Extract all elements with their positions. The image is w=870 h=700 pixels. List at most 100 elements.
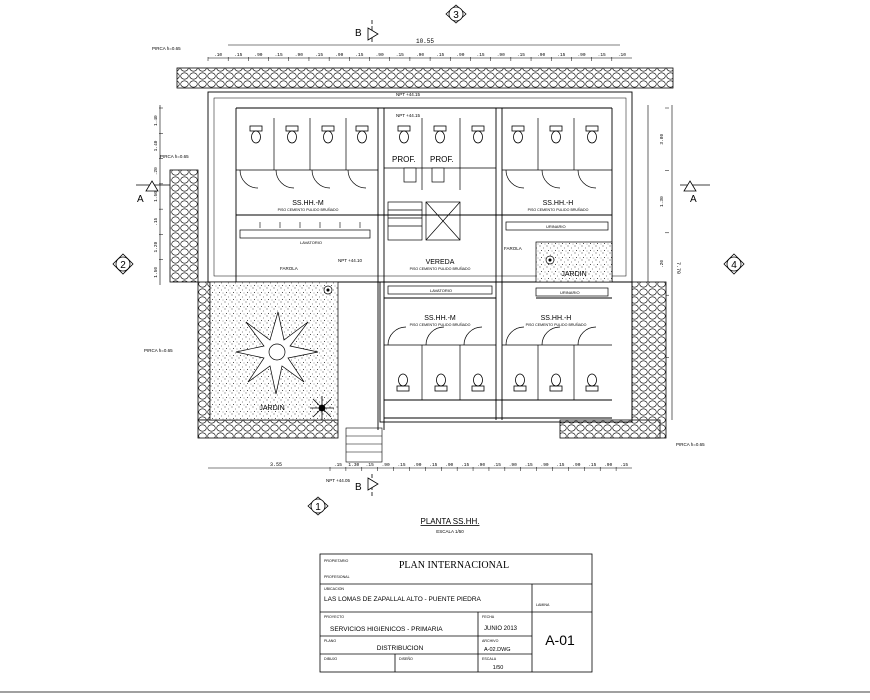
tb-profesional-label: PROFESIONAL [324,575,350,579]
label-npt-bottom: NPT +44.05 [326,478,351,483]
floor-note-3: PISO CEMENTO PULIDO BRUÑADO [410,322,471,327]
tb-fecha-label: FECHA [482,615,495,619]
tb-sheet-number: A-01 [545,632,575,648]
upper-toilet-stalls [236,118,612,190]
dim-top-value: .90 [376,52,384,58]
tb-plano-label: PLANO [324,639,336,643]
dim-bottom-value: .90 [413,462,421,468]
label-vereda: VEREDA [426,259,455,266]
drawing-title: PLANTA SS.HH. [421,517,480,526]
tb-escala-label: ESCALA [482,657,497,661]
tb-propietario-label: PROPIETARIO [324,559,348,563]
label-lavatorio-2: LAVATORIO [430,288,452,293]
dim-bottom-value: .15 [334,462,342,468]
label-urinario-1: URINARIO [546,224,566,229]
dim-top-value: .90 [537,52,545,58]
dim-left-value: .15 [153,217,159,225]
floor-note-4: PISO CEMENTO PULIDO BRUÑADO [526,322,587,327]
dim-top-value: .90 [456,52,464,58]
label-npt-top2: NPT +44.15 [396,113,421,118]
dim-bottom-value: .90 [509,462,517,468]
dim-top-value: .90 [497,52,505,58]
label-farola-2: FAROLA [504,246,522,251]
tb-project: SERVICIOS HIGIENICOS - PRIMARIA [330,626,443,633]
label-pirca-left: PIRCA h=0.65 [160,154,189,159]
tb-ubicacion-label: UBICACION [324,587,344,591]
floor-note-1: PISO CEMENTO PULIDO BRUÑADO [278,207,339,212]
dim-top-value: .15 [517,52,525,58]
label-prof-2: PROF. [430,155,454,164]
dim-bottom-row: .15 1.30 .15 .90 .15 .90 .15 .90 .15 .90 .15 .90 .15… [329,462,628,471]
entrance-steps [345,427,383,463]
tb-lamina-label: LAMINA [536,603,550,607]
dim-bottom-value: .90 [572,462,580,468]
dim-left-value: 1.50 [153,267,159,278]
dim-right-value: 3.80 [659,134,665,145]
dim-right-value: .20 [659,260,665,268]
grid-bubble-4: 4 [731,260,737,271]
lavatory-counters [239,221,609,297]
dim-top-value: .15 [355,52,363,58]
dim-top-value: .15 [598,52,606,58]
tb-proyecto-label: PROYECTO [324,615,344,619]
dim-bottom-value: .90 [604,462,612,468]
upper-toilets [249,125,599,144]
dim-top-row: .10 .15 .90 .15 .90 .15 .90 .15 .90 .15 .90 .15 .90.… [207,52,626,61]
dim-top-value: .15 [477,52,485,58]
tb-owner: PLAN INTERNACIONAL [399,560,509,571]
label-sshh-m-top: SS.HH.-M [292,200,324,207]
dim-bottom-value: .90 [477,462,485,468]
dimension-lines [159,44,673,469]
dim-top-value: .90 [335,52,343,58]
tb-scale: 1/50 [493,665,504,671]
dim-top-value: .10 [618,52,626,58]
dim-top-value: .15 [234,52,242,58]
label-sshh-h-top: SS.HH.-H [543,200,574,207]
tb-archivo-label: ARCHIVO [482,639,499,643]
title-block [319,553,593,673]
grid-bubble-1: 1 [315,502,321,513]
building-walls [207,91,633,430]
pirca-walls [169,67,674,439]
dim-left-value: 1.20 [153,241,159,252]
label-lavatorio-1: LAVATORIO [300,240,322,245]
dim-bottom-value: .90 [382,462,390,468]
label-pirca-left-low: PIRCA h=0.65 [144,348,173,353]
label-npt-top: NPT +44.15 [396,92,421,97]
tb-location: LAS LOMAS DE ZAPALLAL ALTO - PUENTE PIED… [324,596,482,603]
dim-bottom-value: .15 [525,462,533,468]
dim-left-value: 1.40 [153,140,159,151]
tree-icon [235,311,319,395]
label-jardin-large: JARDIN [259,405,284,412]
label-farola-1: FAROLA [280,266,298,271]
stair-shaft [387,201,461,241]
dim-bottom-value: 1.30 [348,462,359,468]
dim-bottom-value: .15 [461,462,469,468]
dim-top-value: .90 [416,52,424,58]
dim-top-value: .10 [214,52,222,58]
lower-toilet-stalls [384,326,612,400]
label-pirca-top-left: PIRCA h=0.65 [152,46,181,51]
dim-overall-width: 10.55 [416,38,434,45]
grid-bubbles [112,4,745,516]
dim-left-col: 1.401.40.201.50.151.201.50 [153,107,163,278]
lavatory-ticks [259,222,361,228]
label-sshh-h-bottom: SS.HH.-H [541,315,572,322]
dim-top-value: .15 [396,52,404,58]
section-marks [136,20,710,498]
tb-plan: DISTRIBUCION [377,645,424,652]
dim-bottom-value: .15 [620,462,628,468]
tb-date: JUNIO 2013 [484,626,518,632]
dim-bottom-value: .15 [366,462,374,468]
floor-note-5: PISO CEMENTO PULIDO BRUÑADO [410,266,471,271]
dim-bottom-value: .15 [588,462,596,468]
label-npt-mid: NPT +44.10 [338,258,363,263]
dim-bottom-value: .90 [445,462,453,468]
dim-top-value: .90 [577,52,585,58]
dim-right-total: 7.70 [675,262,681,274]
drawing-scale: ESCALA 1/50 [436,529,464,534]
dim-top-value: .15 [315,52,323,58]
prof-sinks [403,167,445,183]
dim-bottom-value: .15 [397,462,405,468]
label-sshh-m-bottom: SS.HH.-M [424,315,456,322]
